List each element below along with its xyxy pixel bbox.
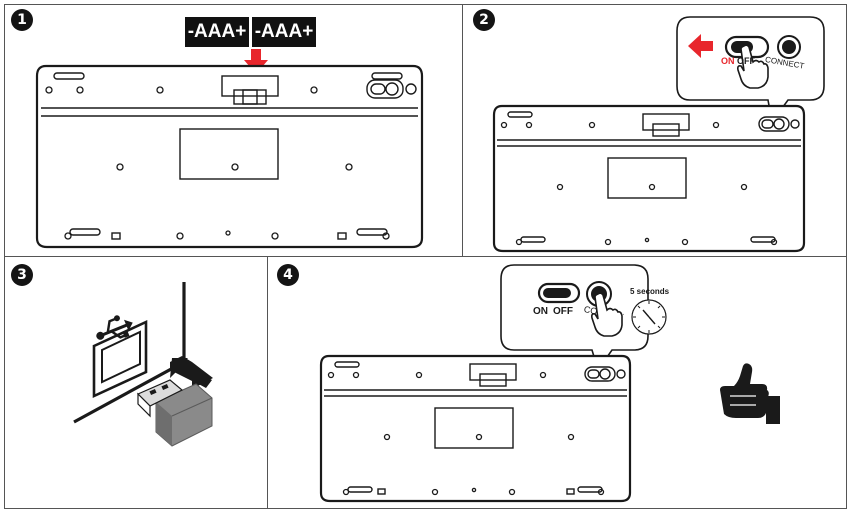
- hand-press-icon: [591, 292, 623, 337]
- hand-pointer-icon: [737, 44, 769, 89]
- usb-port-wall: [73, 282, 186, 424]
- battery-label-1: -AAA+: [185, 17, 249, 47]
- switch-off-label-4: OFF: [553, 306, 573, 317]
- keyboard-underside-2: [492, 104, 806, 253]
- switch-on-label-2: ON: [721, 56, 735, 66]
- thumbs-up-icon: [720, 363, 780, 424]
- timer-label: 5 seconds: [630, 287, 670, 296]
- step-3-badge: 3: [11, 264, 33, 286]
- slide-left-arrow: [688, 34, 713, 58]
- switch-on-label-4: ON: [533, 306, 548, 317]
- insert-battery-arrow: [244, 49, 268, 74]
- step-4-badge: 4: [277, 264, 299, 286]
- insert-usb-arrow: [170, 356, 213, 389]
- keyboard-underside-4: [319, 354, 632, 503]
- usb-symbol-icon: [96, 315, 133, 340]
- battery-label-2: -AAA+: [252, 17, 316, 47]
- switch-off-label-2: OFF: [737, 56, 755, 66]
- usb-receiver-dongle: [136, 379, 213, 447]
- step-4-panel: [267, 256, 847, 509]
- step-2-badge: 2: [473, 9, 495, 31]
- step-1-badge: 1: [11, 9, 33, 31]
- keyboard-underside-1: [35, 64, 424, 249]
- stopwatch-icon: [631, 299, 667, 335]
